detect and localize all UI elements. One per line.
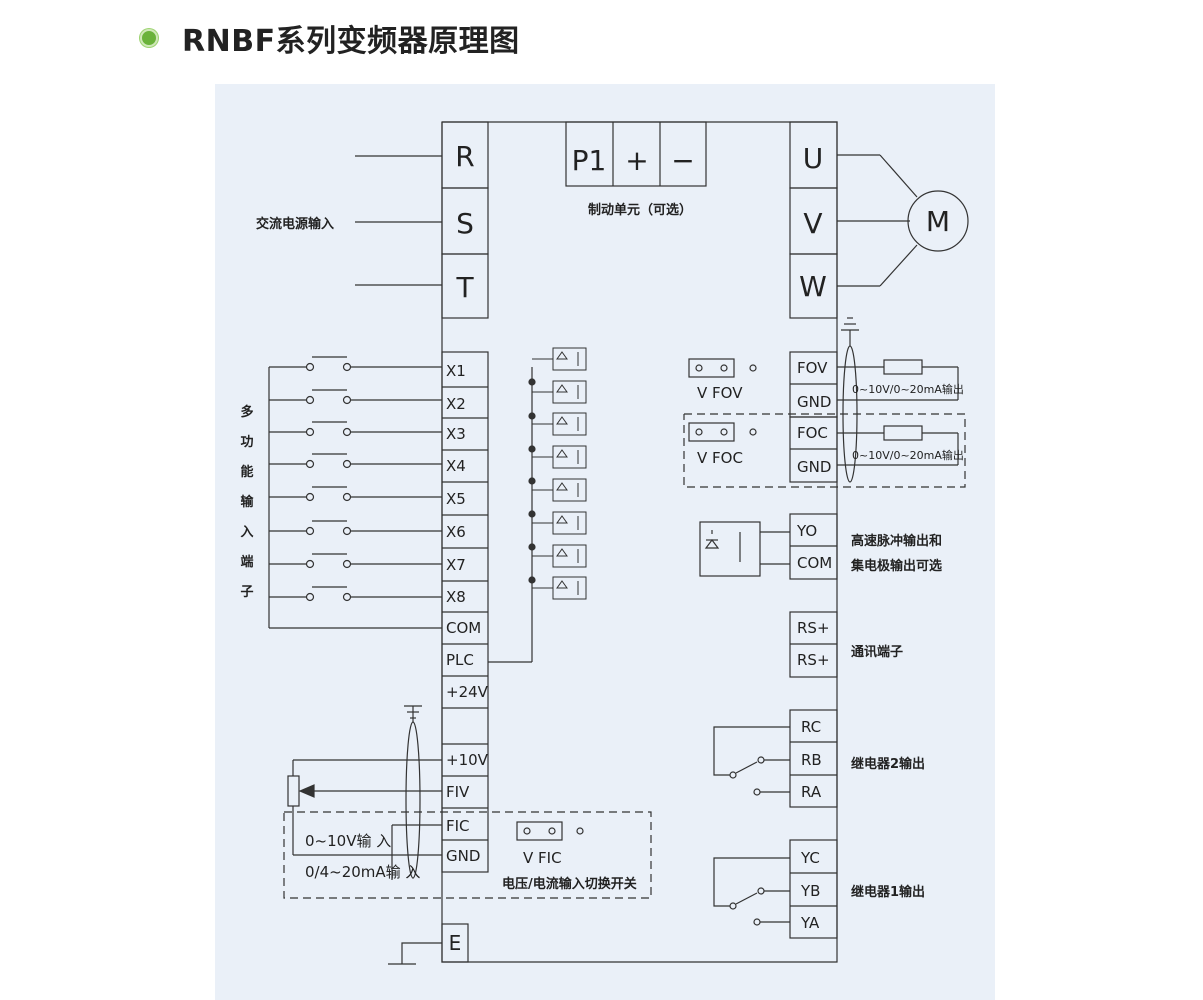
terminal-X1: X1 xyxy=(446,362,466,380)
diagram-panel xyxy=(215,84,995,1000)
terminal-GND-left: GND xyxy=(446,847,480,865)
terminal-T: T xyxy=(455,271,474,304)
terminal-X3: X3 xyxy=(446,425,466,443)
terminal-RA: RA xyxy=(801,783,822,801)
pulse-output-label-1: 高速脉冲输出和 xyxy=(851,533,942,549)
terminal-U: U xyxy=(803,142,824,175)
terminal-YA: YA xyxy=(800,914,820,932)
foc-output-label: 0~10V/0~20mA输出 xyxy=(852,448,964,462)
terminal-YC: YC xyxy=(800,849,820,867)
terminal-V: V xyxy=(803,207,822,240)
jumper-fic-label: V FIC xyxy=(523,849,562,867)
fic-dashed-region xyxy=(283,811,652,899)
relay1-label: 继电器1输出 xyxy=(851,884,925,900)
header: RNBF系列变频器原理图 xyxy=(140,18,520,59)
left-terminal-strip xyxy=(441,351,489,873)
terminal-PLC: PLC xyxy=(446,651,474,669)
terminal-RB: RB xyxy=(801,751,822,769)
rst-block xyxy=(355,121,489,319)
brake-unit-label: 制动单元（可选） xyxy=(588,202,692,218)
motor-icon: M xyxy=(926,205,950,238)
terminal-FOC: FOC xyxy=(797,424,828,442)
terminal-E: E xyxy=(449,931,462,955)
terminal-X4: X4 xyxy=(446,457,466,475)
multi-input-char-4: 输 xyxy=(240,494,254,510)
brake-terminal-block xyxy=(565,121,707,187)
multi-input-char-6: 端 xyxy=(240,554,253,570)
relay2-block xyxy=(713,709,838,808)
multi-input-char-1: 多 xyxy=(240,404,253,420)
fov-output-label: 0~10V/0~20mA输出 xyxy=(852,382,964,396)
multi-input-char-5: 入 xyxy=(240,525,253,540)
comm-label: 通讯端子 xyxy=(851,644,903,660)
v-input-label: 0~10V输 入 xyxy=(305,832,391,850)
inverter-outline xyxy=(441,121,838,963)
terminal-X7: X7 xyxy=(446,556,466,574)
terminal-FIC: FIC xyxy=(446,817,470,835)
terminal-P1: P1 xyxy=(572,144,607,177)
terminal-RC: RC xyxy=(801,718,821,736)
input-switches xyxy=(268,356,442,629)
terminal-plus: + xyxy=(625,144,648,177)
terminal-GND-foc: GND xyxy=(797,458,831,476)
vi-switch-label: 电压/电流输入切换开关 xyxy=(502,876,637,892)
i-input-label: 0/4~20mA输 入 xyxy=(305,863,420,881)
fic-jumper-icon xyxy=(516,821,584,841)
ac-input-label: 交流电源输入 xyxy=(256,216,334,232)
terminal-COM-right: COM xyxy=(797,554,832,572)
terminal-X2: X2 xyxy=(446,395,466,413)
multi-input-char-3: 能 xyxy=(240,464,253,480)
terminal-RS2: RS+ xyxy=(797,651,830,669)
green-bullet-icon xyxy=(140,29,158,47)
pulse-output-block xyxy=(699,513,838,580)
uvw-block xyxy=(789,121,969,319)
terminal-YB: YB xyxy=(800,882,820,900)
optocoupler-column xyxy=(488,347,587,663)
terminal-FOV: FOV xyxy=(797,359,828,377)
ground-wire xyxy=(401,942,442,964)
terminal-RS1: RS+ xyxy=(797,619,830,637)
jumper-foc-label: V FOC xyxy=(697,449,743,467)
relay2-label: 继电器2输出 xyxy=(851,756,925,772)
multi-input-char-7: 子 xyxy=(240,585,253,600)
terminal-YO: YO xyxy=(796,522,817,540)
terminal-W: W xyxy=(799,270,827,303)
terminal-R: R xyxy=(455,140,474,173)
terminal-X8: X8 xyxy=(446,588,466,606)
terminal-S: S xyxy=(456,207,474,240)
multi-input-char-2: 功 xyxy=(240,435,253,450)
terminal-FIV: FIV xyxy=(446,783,470,801)
terminal-X6: X6 xyxy=(446,523,466,541)
page-title: RNBF系列变频器原理图 xyxy=(182,24,520,59)
terminal-24V: +24V xyxy=(446,683,489,701)
pulse-output-label-2: 集电极输出可选 xyxy=(850,558,942,574)
analog-output-block xyxy=(683,317,966,488)
relay1-block xyxy=(713,839,838,939)
comm-block xyxy=(789,611,838,678)
terminal-X5: X5 xyxy=(446,490,466,508)
terminal-GND-fov: GND xyxy=(797,393,831,411)
jumper-fov-label: V FOV xyxy=(697,384,743,402)
terminal-COM-left: COM xyxy=(446,619,481,637)
terminal-10V: +10V xyxy=(446,751,489,769)
potentiometer-circuit xyxy=(287,705,442,879)
terminal-minus: − xyxy=(671,144,694,177)
